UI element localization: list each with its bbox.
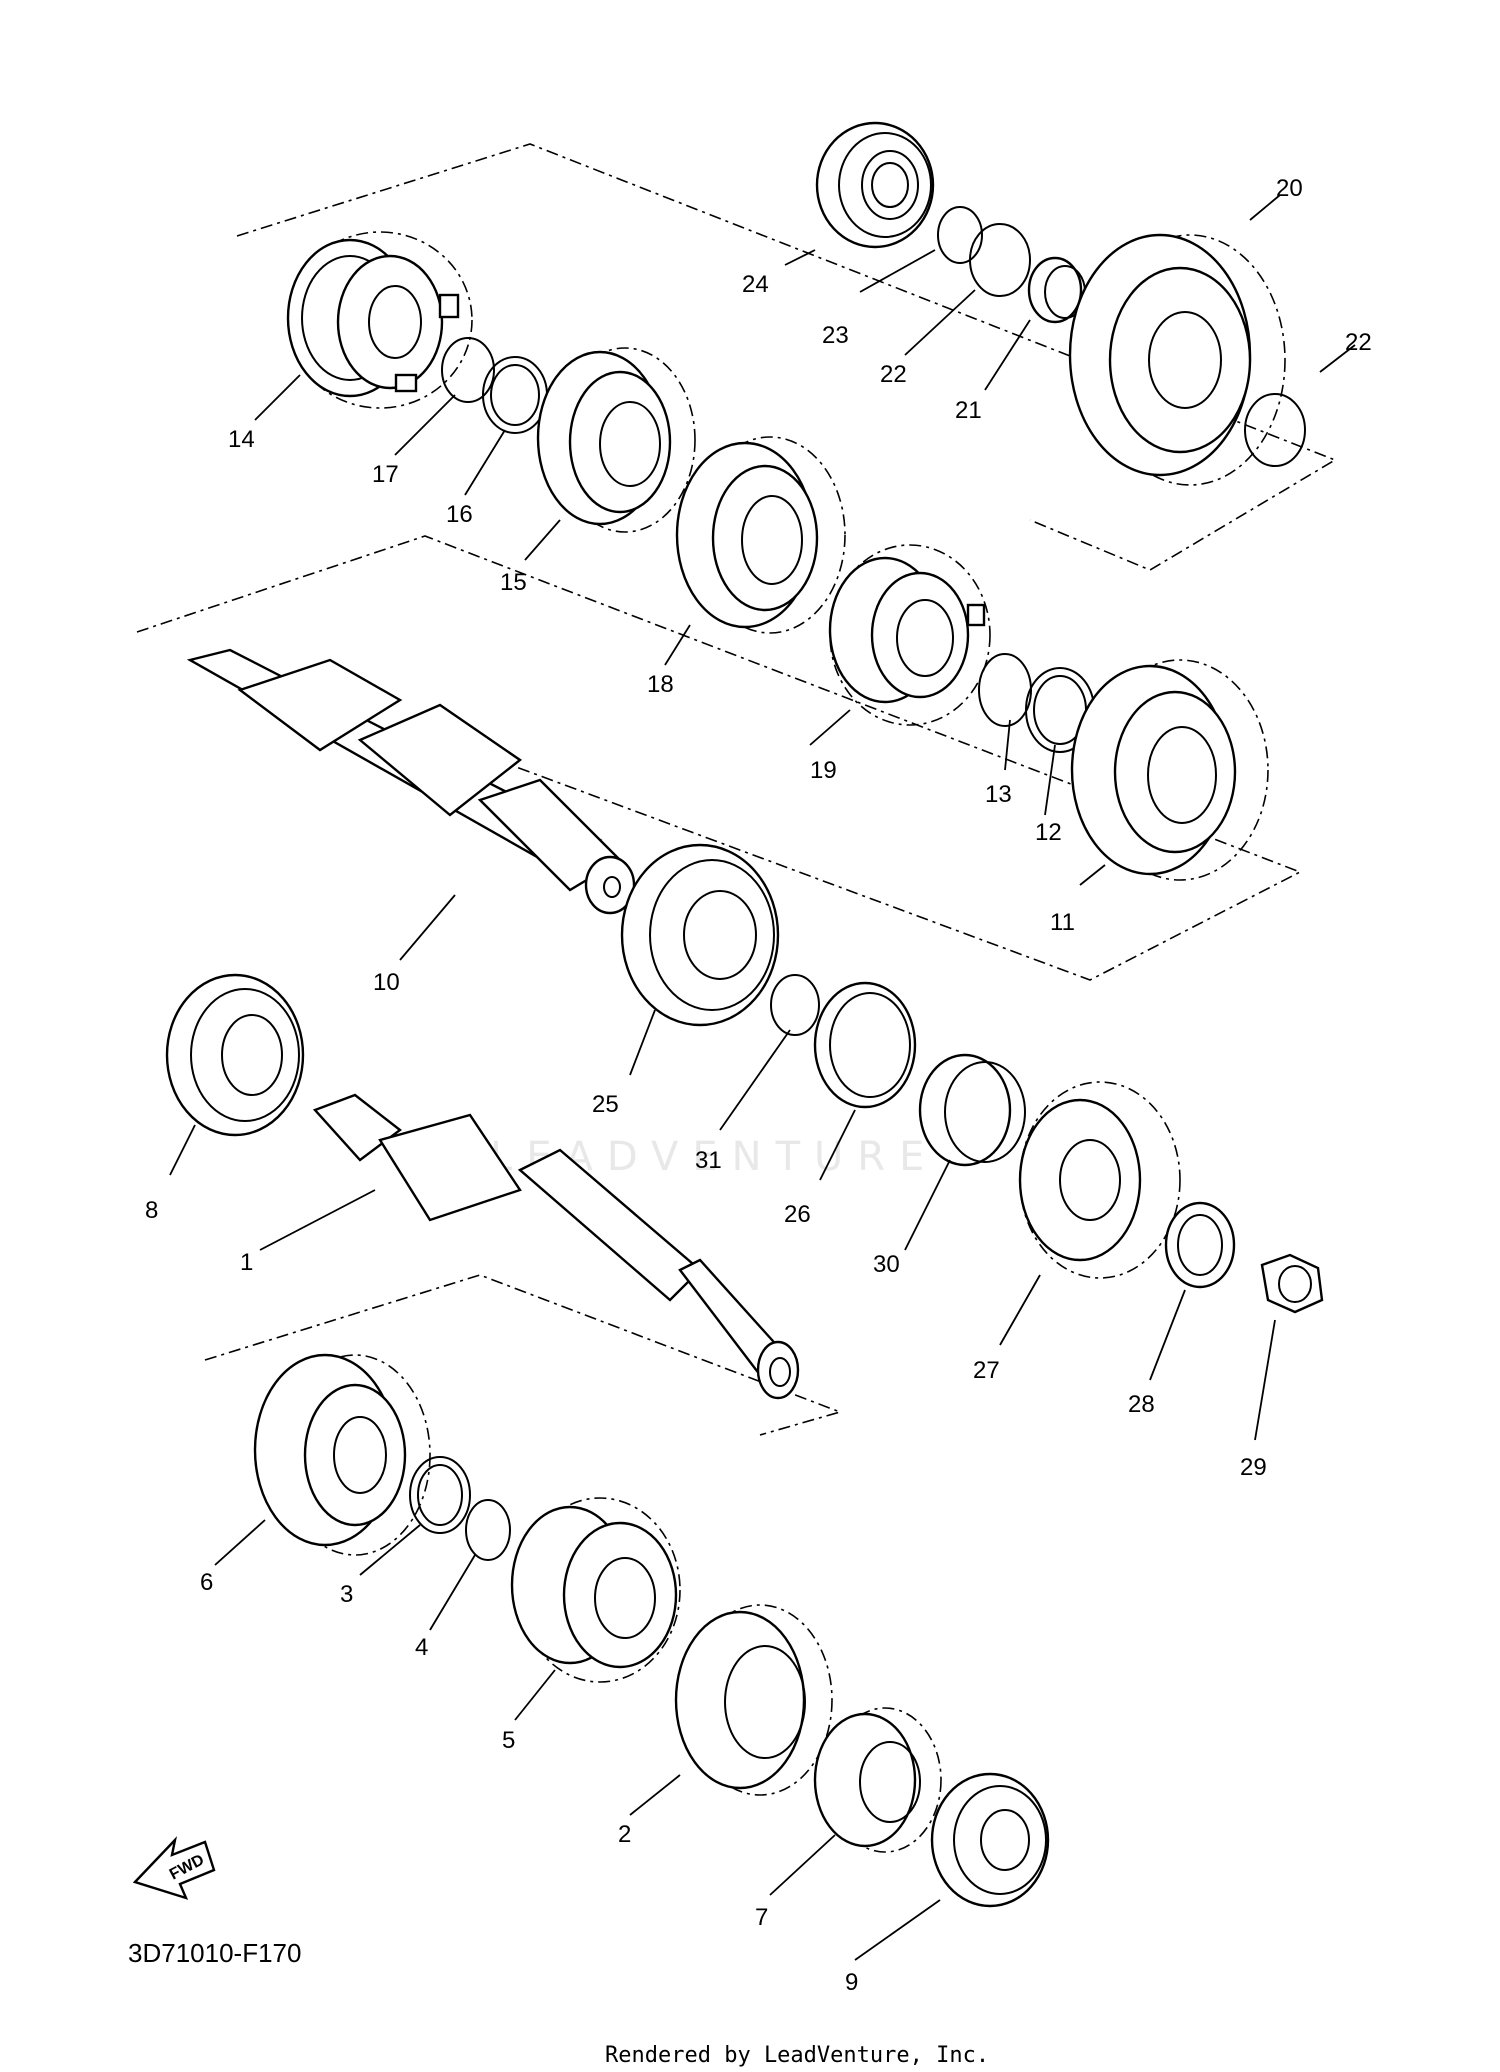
callout-14: 14	[228, 426, 255, 453]
drive-axle-1[interactable]	[312, 1093, 800, 1400]
oil-seal-26[interactable]	[813, 981, 917, 1109]
fwd-arrow-icon: FWD	[132, 1836, 216, 1900]
bearing-25[interactable]	[620, 843, 780, 1027]
callout-8: 8	[145, 1197, 158, 1224]
callout-10: 10	[373, 969, 400, 996]
callout-6: 6	[200, 1569, 213, 1596]
gear-5[interactable]	[510, 1497, 681, 1683]
callout-15: 15	[500, 569, 527, 596]
callout-27: 27	[973, 1357, 1000, 1384]
callout-9: 9	[845, 1969, 858, 1996]
callout-5: 5	[502, 1727, 515, 1754]
callout-22-right: 22	[1345, 329, 1372, 356]
circlip-17[interactable]	[441, 337, 495, 403]
gear-6[interactable]	[253, 1353, 431, 1556]
callout-28: 28	[1128, 1391, 1155, 1418]
leader-lines	[169, 194, 1356, 1961]
callout-21: 21	[955, 397, 982, 424]
callout-7: 7	[755, 1904, 768, 1931]
washer-22-lower[interactable]	[1244, 393, 1306, 467]
washer-16[interactable]	[482, 356, 548, 434]
diagram-code: 3D71010-F170	[128, 1938, 301, 1968]
callout-16: 16	[446, 501, 473, 528]
gear-20[interactable]	[1068, 233, 1286, 486]
callout-24: 24	[742, 271, 769, 298]
footer-credit: Rendered by LeadVenture, Inc.	[605, 2043, 989, 2068]
gear-7[interactable]	[813, 1707, 942, 1853]
callout-22-left: 22	[880, 361, 907, 388]
bearing-24[interactable]	[815, 121, 935, 249]
callout-labels: 14 17 16 15 18 19 13 12 11 20 22 24 23 2…	[145, 175, 1372, 1996]
middle-group-frame	[136, 535, 1302, 981]
upper-group-frame	[236, 143, 1337, 571]
callout-20: 20	[1276, 175, 1303, 202]
callout-3: 3	[340, 1581, 353, 1608]
gear-18[interactable]	[675, 436, 846, 634]
bearing-9[interactable]	[930, 1772, 1050, 1908]
o-ring-31[interactable]	[770, 974, 820, 1036]
callout-4: 4	[415, 1634, 428, 1661]
callout-30: 30	[873, 1251, 900, 1278]
sprocket-27[interactable]	[1018, 1081, 1181, 1279]
main-axle-10[interactable]	[186, 648, 636, 915]
collar-30[interactable]	[918, 1053, 1026, 1167]
callout-19: 19	[810, 757, 837, 784]
bearing-8[interactable]	[165, 973, 305, 1137]
circlip-23[interactable]	[937, 206, 983, 264]
circlip-4[interactable]	[465, 1499, 511, 1561]
washer-22-upper[interactable]	[969, 223, 1031, 297]
callout-31: 31	[695, 1147, 722, 1174]
callout-25: 25	[592, 1091, 619, 1118]
callout-18: 18	[647, 671, 674, 698]
washer-3[interactable]	[409, 1456, 471, 1534]
callout-17: 17	[372, 461, 399, 488]
callout-12: 12	[1035, 819, 1062, 846]
callout-1: 1	[240, 1249, 253, 1276]
callout-23: 23	[822, 322, 849, 349]
lower-group-frame	[204, 1274, 843, 1436]
callout-11: 11	[1050, 909, 1075, 936]
washer-28[interactable]	[1164, 1201, 1236, 1289]
gear-19[interactable]	[828, 544, 991, 726]
gear-11[interactable]	[1070, 659, 1269, 881]
gear-14[interactable]	[286, 231, 473, 409]
gear-15[interactable]	[536, 347, 696, 533]
callout-13: 13	[985, 781, 1012, 808]
callout-29: 29	[1240, 1454, 1267, 1481]
callout-26: 26	[784, 1201, 811, 1228]
gear-2[interactable]	[674, 1604, 833, 1796]
nut-29[interactable]	[1260, 1253, 1324, 1314]
callout-2: 2	[618, 1821, 631, 1848]
circlip-13[interactable]	[978, 653, 1032, 727]
